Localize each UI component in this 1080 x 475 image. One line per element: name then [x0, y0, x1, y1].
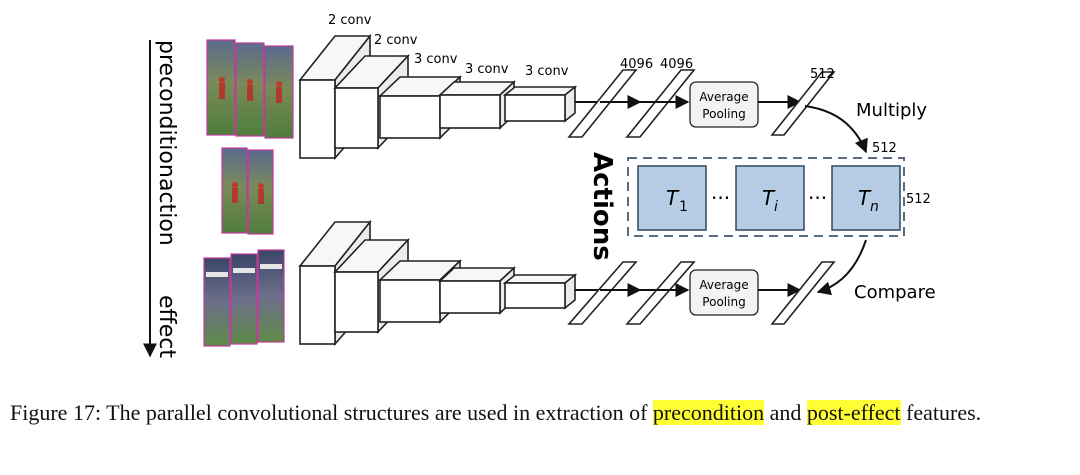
multiply-arrow: [804, 105, 868, 154]
action-box-tn-base: T: [858, 186, 872, 210]
action-box-t1-sub: 1: [679, 199, 688, 215]
compare-label: Compare: [854, 282, 936, 303]
conv-label-3: 3 conv: [414, 52, 458, 67]
bottom-pooling-line-2: Pooling: [702, 295, 745, 309]
top-pooling-line-2: Pooling: [702, 107, 745, 121]
conv-label-2: 2 conv: [374, 33, 418, 48]
caption-highlight-post: post-: [806, 400, 851, 425]
figure-caption: Figure 17: The parallel convolutional st…: [10, 396, 1070, 429]
label-precondition: precondition: [154, 40, 179, 178]
action-box-tn-sub: n: [870, 199, 879, 215]
action-box-ti: [735, 165, 805, 231]
conv-label-1: 2 conv: [328, 13, 372, 28]
bottom-pooling-line-1: Average: [699, 278, 748, 292]
action-box-ti-sub: i: [774, 199, 778, 215]
action-frames: [221, 147, 274, 235]
fc-label-2: 4096: [660, 57, 693, 72]
top-512-label: 512: [810, 67, 835, 82]
top-fc-layer-2: [625, 69, 696, 138]
caption-highlight-effect: effect: [850, 400, 901, 425]
fc-label-1: 4096: [620, 57, 653, 72]
top-average-pooling: [689, 81, 759, 128]
conv-label-4: 3 conv: [465, 62, 509, 77]
actions-title: Actions: [587, 152, 617, 261]
multiply-label: Multiply: [856, 100, 927, 121]
action-box-ti-base: T: [762, 186, 776, 210]
action-box-t1: [637, 165, 707, 231]
compare-arrow: [816, 239, 867, 296]
effect-frames: [203, 249, 285, 347]
bottom-conv-stack: [298, 219, 578, 347]
action-box-tn: [831, 165, 901, 231]
actions-container: [627, 157, 905, 237]
ellipsis-2: ···: [808, 186, 827, 210]
bottom-fc-layer-2: [625, 261, 696, 325]
top-conv-stack: [298, 33, 578, 161]
caption-mid: and: [764, 400, 807, 425]
mid-512-label: 512: [872, 141, 897, 156]
bottom-fc-512: [770, 261, 836, 325]
side-512-label: 512: [906, 192, 931, 207]
caption-suffix: features.: [900, 400, 982, 425]
caption-prefix: Figure 17: The parallel convolutional st…: [10, 400, 653, 425]
conv-label-5: 3 conv: [525, 64, 569, 79]
label-effect: effect: [154, 295, 179, 358]
action-box-t1-base: T: [666, 186, 680, 210]
top-fc-layer-1: [567, 69, 638, 138]
ellipsis-1: ···: [711, 186, 730, 210]
label-action: action: [154, 178, 179, 246]
top-pooling-line-1: Average: [699, 90, 748, 104]
precondition-frames: [206, 39, 294, 139]
bottom-average-pooling: [689, 269, 759, 316]
top-fc-512: [770, 71, 836, 136]
diagram: precondition action effect: [143, 13, 936, 358]
bottom-fc-layer-1: [567, 261, 638, 325]
caption-highlight-precondition: precondition: [652, 400, 765, 425]
